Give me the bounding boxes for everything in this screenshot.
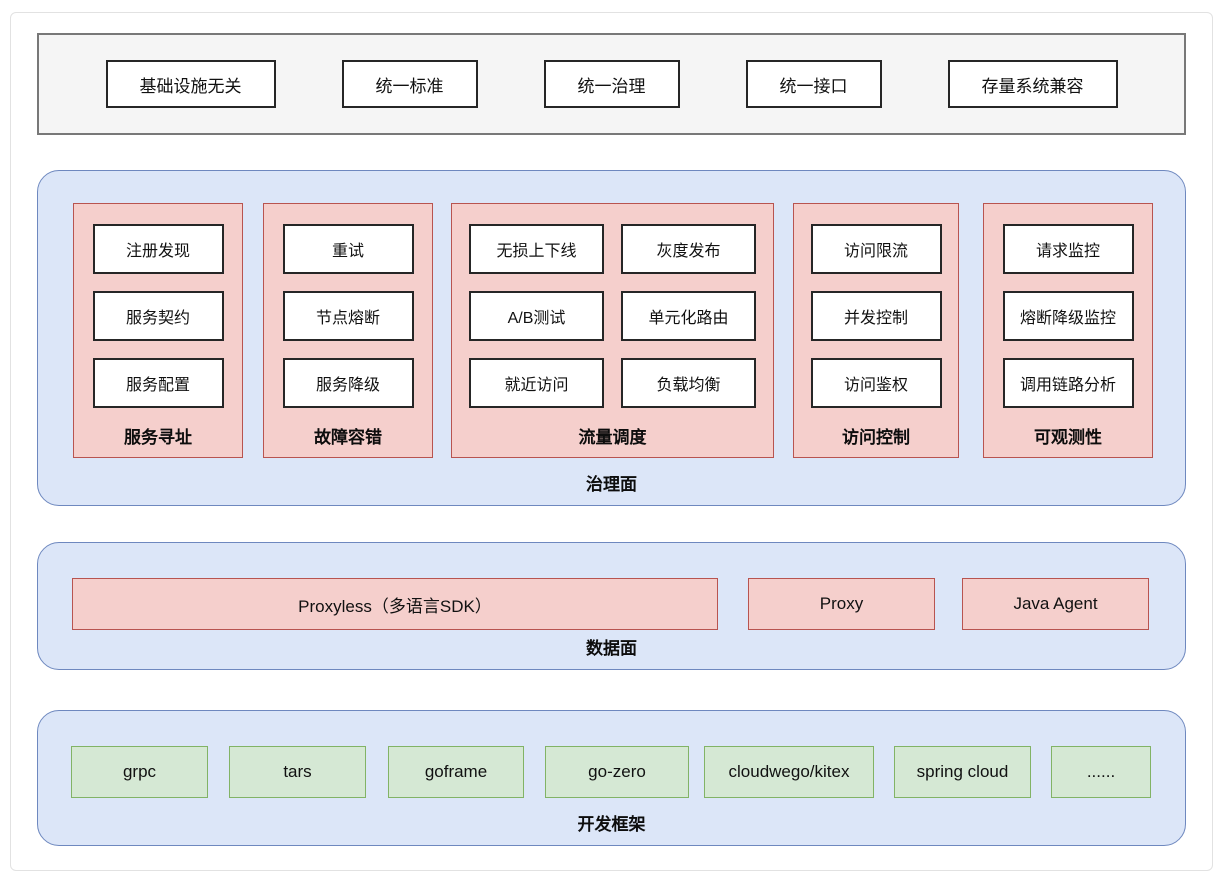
capability-box: 就近访问: [469, 358, 604, 408]
framework-box-goframe: goframe: [388, 746, 524, 798]
capability-box: 请求监控: [1002, 224, 1134, 274]
capability-box: 并发控制: [810, 291, 942, 341]
governance-plane: 注册发现 服务契约 服务配置 服务寻址 重试 节点熔断 服务降级 故障容错 无损…: [37, 170, 1186, 506]
capability-box: 服务降级: [282, 358, 414, 408]
governance-plane-label: 治理面: [586, 475, 637, 494]
framework-box-more: ......: [1051, 746, 1151, 798]
group-label: 可观测性: [1034, 428, 1102, 447]
principles-bar: 基础设施无关 统一标准 统一治理 统一接口 存量系统兼容: [37, 33, 1186, 135]
capability-box: 服务契约: [92, 291, 224, 341]
data-plane-box-proxyless: Proxyless（多语言SDK）: [72, 578, 718, 630]
group-label: 故障容错: [314, 428, 382, 447]
principle-box-unified-interface: 统一接口: [745, 60, 882, 108]
capability-group-fault-tolerance: 重试 节点熔断 服务降级 故障容错: [263, 203, 433, 458]
frameworks-plane-label: 开发框架: [577, 815, 646, 834]
principle-box-infra-agnostic: 基础设施无关: [105, 60, 276, 108]
data-plane-label: 数据面: [586, 639, 637, 658]
capability-box: 服务配置: [92, 358, 224, 408]
group-label: 服务寻址: [124, 428, 192, 447]
capability-box: 灰度发布: [621, 224, 756, 274]
principle-box-legacy-compatible: 存量系统兼容: [947, 60, 1118, 108]
capability-group-service-addressing: 注册发现 服务契约 服务配置 服务寻址: [73, 203, 243, 458]
capability-box: 熔断降级监控: [1002, 291, 1134, 341]
capability-box: A/B测试: [469, 291, 604, 341]
capability-group-access-control: 访问限流 并发控制 访问鉴权 访问控制: [793, 203, 959, 458]
capability-box: 节点熔断: [282, 291, 414, 341]
data-plane-box-java-agent: Java Agent: [962, 578, 1149, 630]
capability-box: 单元化路由: [621, 291, 756, 341]
capability-box: 访问限流: [810, 224, 942, 274]
capability-box: 无损上下线: [469, 224, 604, 274]
framework-box-tars: tars: [229, 746, 366, 798]
principle-box-unified-standard: 统一标准: [341, 60, 478, 108]
capability-group-observability: 请求监控 熔断降级监控 调用链路分析 可观测性: [983, 203, 1153, 458]
data-plane: Proxyless（多语言SDK） Proxy Java Agent 数据面: [37, 542, 1186, 670]
group-label: 访问控制: [842, 428, 910, 447]
capability-box: 重试: [282, 224, 414, 274]
principle-box-unified-governance: 统一治理: [543, 60, 680, 108]
capability-box: 负载均衡: [621, 358, 756, 408]
capability-group-traffic-scheduling: 无损上下线 灰度发布 A/B测试 单元化路由 就近访问 负载均衡 流量调度: [451, 203, 774, 458]
framework-box-cloudwego-kitex: cloudwego/kitex: [704, 746, 874, 798]
capability-box: 注册发现: [92, 224, 224, 274]
group-label: 流量调度: [578, 428, 647, 447]
capability-box: 调用链路分析: [1002, 358, 1134, 408]
capability-box: 访问鉴权: [810, 358, 942, 408]
framework-box-spring-cloud: spring cloud: [894, 746, 1031, 798]
data-plane-box-proxy: Proxy: [748, 578, 935, 630]
framework-box-grpc: grpc: [71, 746, 208, 798]
frameworks-plane: grpc tars goframe go-zero cloudwego/kite…: [37, 710, 1186, 846]
framework-box-go-zero: go-zero: [545, 746, 689, 798]
